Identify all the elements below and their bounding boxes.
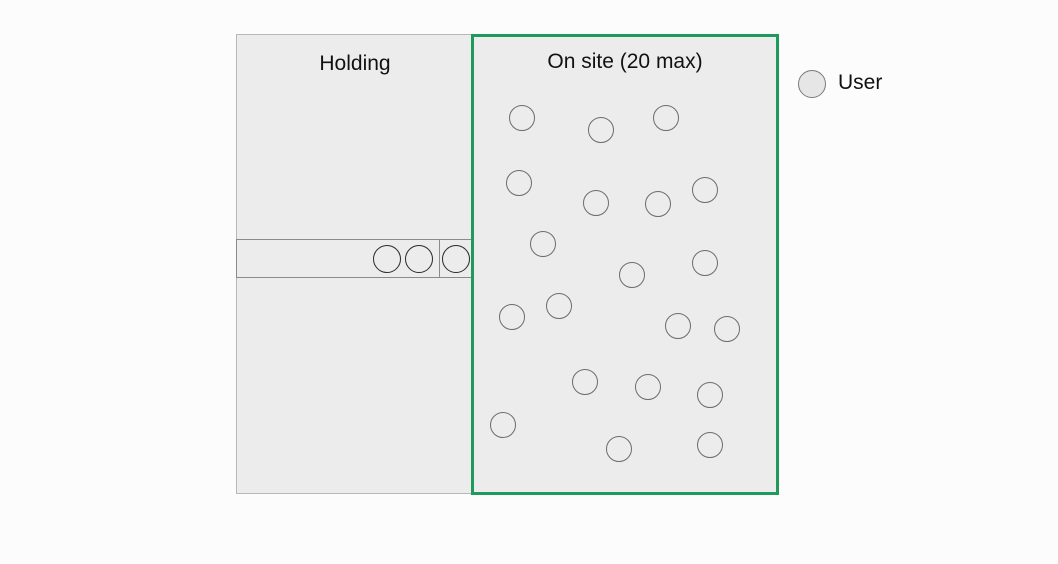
- user-legend-icon: [798, 70, 826, 98]
- onsite-user-icon: [692, 177, 718, 203]
- onsite-user-icon: [583, 190, 609, 216]
- onsite-user-icon: [606, 436, 632, 462]
- onsite-user-icon: [546, 293, 572, 319]
- onsite-area: On site (20 max): [471, 34, 779, 495]
- queued-user-icon: [373, 245, 401, 273]
- onsite-user-icon: [714, 316, 740, 342]
- legend-label: User: [838, 71, 883, 94]
- onsite-user-icon: [509, 105, 535, 131]
- onsite-user-icon: [572, 369, 598, 395]
- queued-user-icon: [442, 245, 470, 273]
- onsite-user-icon: [692, 250, 718, 276]
- onsite-user-icon: [697, 382, 723, 408]
- onsite-user-icon: [588, 117, 614, 143]
- onsite-user-icon: [665, 313, 691, 339]
- onsite-user-icon: [697, 432, 723, 458]
- onsite-user-icon: [499, 304, 525, 330]
- holding-title: Holding: [319, 52, 391, 75]
- onsite-user-icon: [653, 105, 679, 131]
- onsite-user-icon: [645, 191, 671, 217]
- onsite-user-icon: [506, 170, 532, 196]
- queue-divider: [439, 240, 440, 277]
- onsite-user-icon: [635, 374, 661, 400]
- onsite-user-icon: [619, 262, 645, 288]
- holding-queue: [236, 239, 474, 278]
- onsite-title: On site (20 max): [547, 50, 703, 73]
- onsite-user-icon: [530, 231, 556, 257]
- onsite-user-icon: [490, 412, 516, 438]
- queued-user-icon: [405, 245, 433, 273]
